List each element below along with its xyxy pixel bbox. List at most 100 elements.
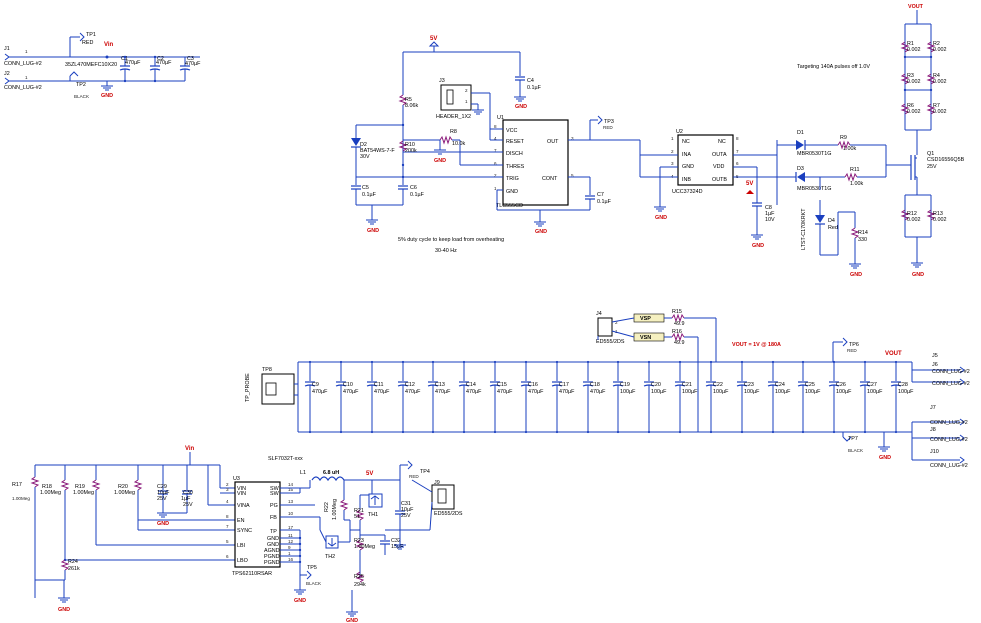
c7-val: 0.1µF [597,199,612,205]
q1-volt: 25V [927,164,937,170]
gnd-label: GND [535,229,547,235]
svg-text:1: 1 [494,186,497,191]
cap-ref: C9 [312,382,319,388]
r24-ref: R24 [68,559,78,565]
tp8-ref: TP8 [262,367,272,373]
tp1-symbol [79,32,85,42]
c8-val: 1µF [765,211,775,217]
cap-value: 470µF [590,389,606,395]
svg-text:15: 15 [288,487,294,492]
c8-volt: 10V [765,217,775,223]
r13-val: 0.002 [933,217,947,223]
d1-part: MBR0530T1G [797,151,831,157]
d1-ref: D1 [797,130,804,136]
vin-net-buck: Vin [185,446,195,452]
c29-val: 10µF [157,490,170,496]
r13-ref: R13 [933,211,943,217]
j8-ref: J8 [930,427,936,433]
j4-label: ED555/2DS [596,339,625,345]
r19-val: 1.00Meg [73,490,94,496]
svg-text:2: 2 [494,173,497,178]
r14-val: 330 [858,237,867,243]
j1-label: CONN_LUG-#2 [4,61,42,67]
r20-val: 1.00Meg [114,490,135,496]
gnd-label: GND [879,455,891,461]
u2-pin-nc2: NC [718,139,726,145]
note-vout: VOUT = 1V @ 180A [732,342,781,348]
r17-ref: R17 [12,482,22,488]
c30-val: 1µF [181,496,191,502]
j6-ref: J6 [932,362,938,368]
r4-ref: R4 [933,73,940,79]
r3-ref: R3 [907,73,914,79]
svg-text:5: 5 [226,539,229,544]
svg-text:12: 12 [288,539,294,544]
svg-text:3: 3 [226,487,229,492]
gnd-label: GND [294,598,306,604]
r12-val: 0.002 [907,217,921,223]
cap-ref: C21 [682,382,692,388]
tp5-color: BLACK [306,581,322,586]
l1-part: SLF7032T-xxx [268,456,303,462]
vout-net-top: VOUT [908,4,924,10]
cap-value: 100µF [651,389,667,395]
tp6-ref: TP6 [849,342,859,348]
c7-ref: C7 [597,192,604,198]
svg-text:1: 1 [288,551,291,556]
u1-pin-vcc: VCC [506,128,517,134]
r8-ref: R8 [450,129,457,135]
svg-text:9: 9 [288,545,291,550]
j5-label: CONN_LUG-#2 [932,369,970,375]
cap-value: 470µF [528,389,544,395]
r7-ref: R7 [933,103,940,109]
svg-text:1: 1 [465,99,468,104]
j6-label: CONN_LUG-#2 [932,381,970,387]
svg-text:PG: PG [270,503,278,509]
cap-value: 100µF [805,389,821,395]
u1-pin-trig: TRIG [506,176,519,182]
u1-pin-thres: THRES [506,164,525,170]
svg-text:EN: EN [237,518,245,524]
cap-ref: C16 [528,382,538,388]
r22-val: 1.00Meg [332,499,338,520]
j5-ref: J5 [932,353,938,359]
j2-lug [4,77,10,85]
gnd-label: GND [58,607,70,613]
c3-ref: C3 [187,56,194,62]
j1-ref: J1 [4,46,10,52]
cap-value: 470µF [497,389,513,395]
svg-text:SW: SW [270,491,280,497]
c32-ref: C32 [391,538,401,544]
svg-text:3: 3 [571,136,574,141]
r11-val: 1.00k [850,181,863,187]
svg-text:8: 8 [226,514,229,519]
bulk-part: 35ZL470MEFC10X20 [65,62,117,68]
u2-pin-inb: INB [682,177,691,183]
c6-val: 0.1µF [410,192,425,198]
u3-ref: U3 [233,476,240,482]
svg-text:VIN: VIN [237,491,246,497]
cap-ref: C20 [651,382,661,388]
gnd-label: GND [655,215,667,221]
j8-label: CONN_LUG-#2 [930,437,968,443]
u2-pin-gnd: GND [682,164,694,170]
r23-ref: R23 [354,538,364,544]
u2-ref: U2 [676,129,683,135]
c4-val: 0.1µF [527,85,542,91]
l1-ref: L1 [300,470,306,476]
buck-section: Vin R17 1.00Meg R18 1.00Meg R19 1.00Meg … [12,446,463,623]
r21-ref: R21 [354,508,364,514]
u1-timer-ic [502,119,569,206]
u2-part: UCC37324D [672,189,703,195]
r1-val: 0.002 [907,47,921,53]
cap-value: 470µF [559,389,575,395]
svg-text:2: 2 [465,88,468,93]
u2-pin-vdd: VDD [713,164,724,170]
c1-ref: C1 [121,56,128,62]
